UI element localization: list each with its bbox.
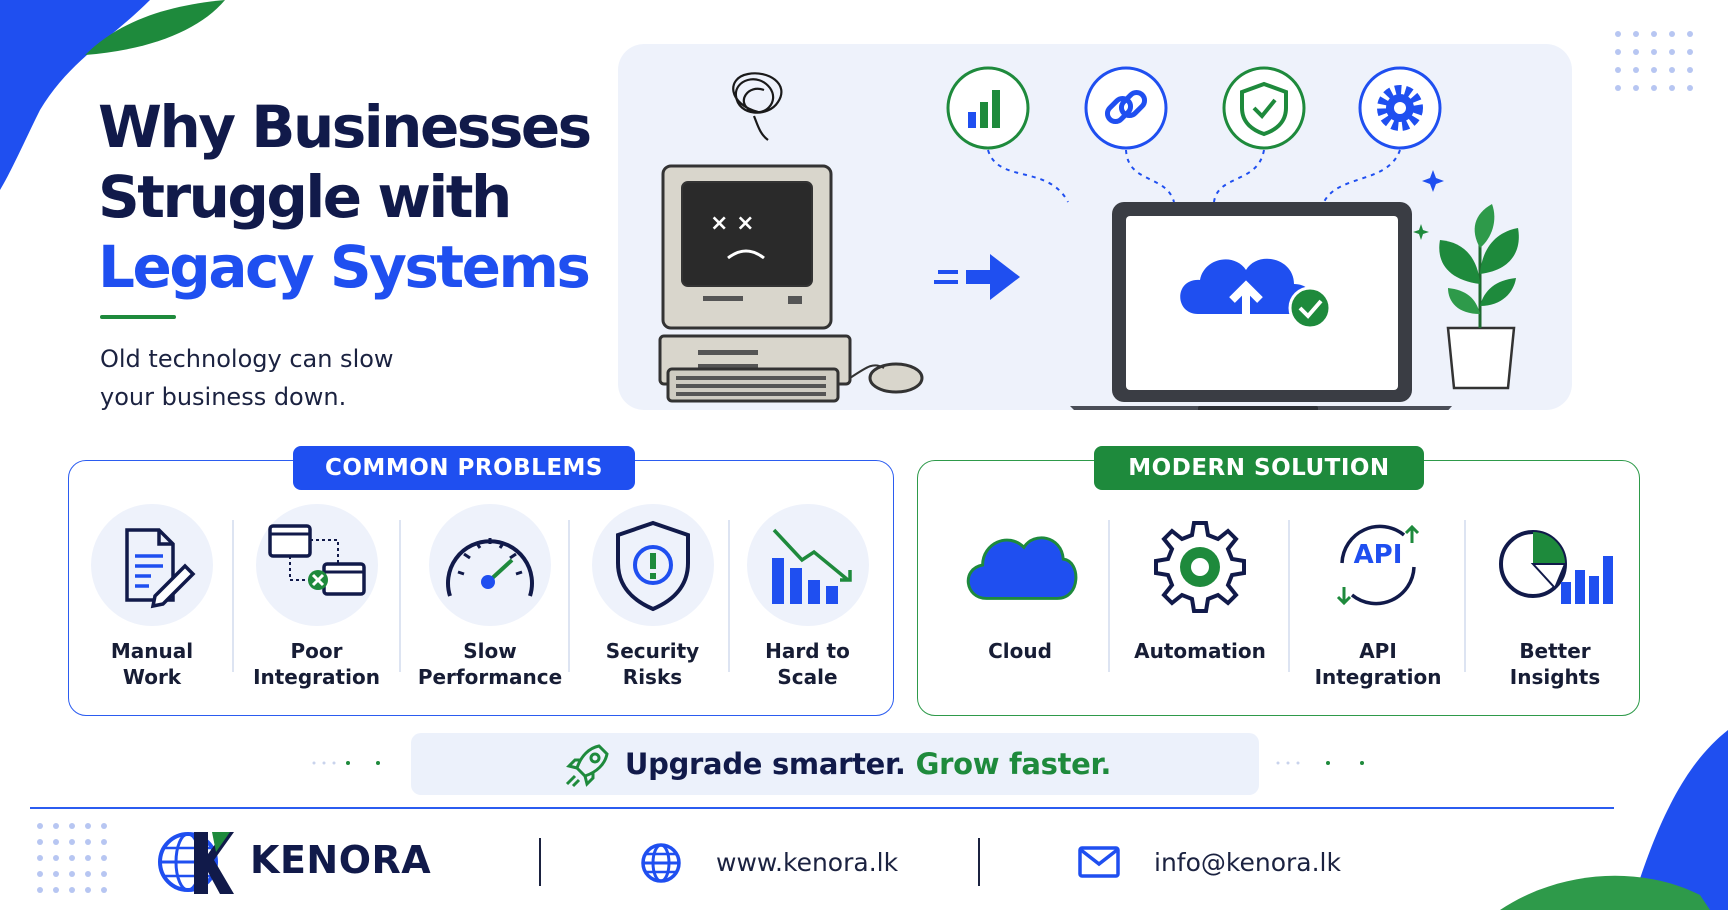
page-title: Why Businesses Struggle with Legacy Syst… xyxy=(98,92,618,302)
pie-bar-chart-icon xyxy=(1494,504,1616,626)
tagline-part-2: Grow faster. xyxy=(915,747,1112,781)
rocket-icon xyxy=(565,744,609,788)
footer-separator xyxy=(978,838,980,886)
solution-better-insights: Better Insights xyxy=(1490,504,1620,690)
security-shield-circle-icon xyxy=(1222,66,1306,150)
problem-label: Security Risks xyxy=(605,639,700,689)
analytics-circle-icon xyxy=(946,66,1030,150)
kenora-logo-icon xyxy=(158,832,234,894)
transition-arrow-icon xyxy=(934,254,1020,300)
problem-slow-performance: Slow Performance xyxy=(417,504,563,690)
laptop-icon xyxy=(1070,202,1452,424)
problem-poor-integration: Poor Integration xyxy=(253,504,380,690)
email-link[interactable]: info@kenora.lk xyxy=(1154,848,1341,877)
subtitle: Old technology can slow your business do… xyxy=(100,340,520,416)
divider xyxy=(1464,520,1466,672)
divider xyxy=(1108,520,1110,672)
disconnected-screens-icon xyxy=(255,504,378,626)
document-pen-icon xyxy=(91,504,213,626)
declining-chart-icon xyxy=(746,504,869,626)
solution-api-integration: API API Integration xyxy=(1312,504,1444,690)
solution-label: Cloud xyxy=(988,639,1052,663)
tagline-dots-right xyxy=(1276,761,1364,765)
problem-security-risks: Security Risks xyxy=(590,504,715,690)
mail-icon xyxy=(1078,846,1120,878)
solution-label: API Integration xyxy=(1314,639,1442,689)
old-computer-icon: × × xyxy=(658,164,924,403)
title-line-3: Legacy Systems xyxy=(98,233,591,301)
title-line-1: Why Businesses xyxy=(98,93,592,161)
solution-automation: Automation xyxy=(1130,504,1270,664)
modern-solution-heading: MODERN SOLUTION xyxy=(1094,446,1424,490)
footer-separator xyxy=(539,838,541,886)
hero-illustration-panel: × × xyxy=(618,44,1572,424)
subtitle-line-1: Old technology can slow xyxy=(100,345,394,373)
tagline-part-1: Upgrade smarter. xyxy=(624,747,906,781)
divider xyxy=(1288,520,1290,672)
svg-text:× ×: × × xyxy=(710,211,755,236)
tagline-dots-left xyxy=(312,761,380,765)
gear-icon xyxy=(1139,504,1261,626)
solution-label: Better Insights xyxy=(1509,639,1601,689)
globe-icon xyxy=(641,843,681,883)
api-icon: API xyxy=(1317,504,1439,626)
plant-icon xyxy=(1439,204,1519,390)
problem-label: Poor Integration xyxy=(253,639,380,689)
problem-label: Slow Performance xyxy=(417,639,563,689)
gear-circle-icon xyxy=(1358,66,1442,150)
subtitle-line-2: your business down. xyxy=(100,383,347,411)
brand-name: KENORA xyxy=(250,838,432,882)
scribble-icon xyxy=(732,72,783,141)
website-link[interactable]: www.kenora.lk xyxy=(716,848,899,877)
footer-rule xyxy=(30,807,1614,809)
link-circle-icon xyxy=(1084,66,1168,150)
solution-label: Automation xyxy=(1134,639,1266,663)
problem-label: Hard to Scale xyxy=(765,639,850,689)
divider xyxy=(232,520,234,672)
corner-decoration-bottom-right xyxy=(1500,730,1728,910)
title-underline xyxy=(100,315,176,319)
tagline-banner: Upgrade smarter. Grow faster. xyxy=(411,733,1259,795)
dot-grid-top-right xyxy=(1615,31,1693,91)
shield-warning-icon xyxy=(591,504,714,626)
title-line-2: Struggle with xyxy=(98,163,512,231)
common-problems-heading: COMMON PROBLEMS xyxy=(293,446,635,490)
divider xyxy=(399,520,401,672)
problem-label: Manual Work xyxy=(110,639,194,689)
divider xyxy=(728,520,730,672)
cloud-icon xyxy=(959,504,1081,626)
problem-hard-to-scale: Hard to Scale xyxy=(745,504,870,690)
hero-illustration: × × xyxy=(658,66,1519,424)
dot-grid-bottom-left xyxy=(37,823,107,893)
api-icon-text: API xyxy=(1353,540,1403,570)
problem-manual-work: Manual Work xyxy=(91,504,213,690)
speedometer-icon xyxy=(429,504,551,626)
divider xyxy=(568,520,570,672)
solution-cloud: Cloud xyxy=(955,504,1085,664)
